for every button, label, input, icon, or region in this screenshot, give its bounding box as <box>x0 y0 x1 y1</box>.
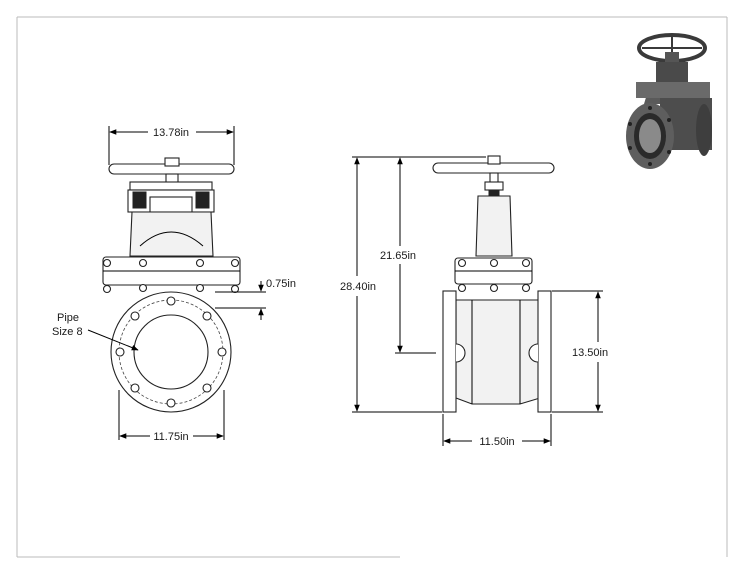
face-to-face-label: 11.50in <box>479 436 514 448</box>
handwheel-diameter-dimension: 13.78in <box>108 126 235 165</box>
center-to-top-label: 21.65in <box>380 250 416 262</box>
center-to-top-dimension: 21.65in <box>380 157 436 354</box>
side-view: 28.40in 21.65in 13.50in 11.50in <box>340 155 608 448</box>
flange-diameter-dimension: 11.75in <box>118 390 225 443</box>
pipe-label-line1: Pipe <box>57 312 79 324</box>
body-height-label: 13.50in <box>572 347 608 359</box>
pipe-label-line2: Size 8 <box>52 326 83 338</box>
flange-diameter-label: 11.75in <box>153 431 188 443</box>
front-view: 13.78in 0.75in Pipe Size 8 11.75in <box>52 126 296 443</box>
pipe-size-callout: Pipe Size 8 <box>52 312 139 351</box>
flange-thickness-label: 0.75in <box>266 278 296 290</box>
gate-valve-3d-icon <box>626 33 712 169</box>
overall-height-dimension: 28.40in <box>340 156 486 413</box>
overall-height-label: 28.40in <box>340 281 376 293</box>
face-to-face-dimension: 11.50in <box>442 414 552 448</box>
body-height-dimension: 13.50in <box>552 290 608 413</box>
flange-thickness-dimension: 0.75in <box>215 278 296 320</box>
front-flange-bolt-holes <box>115 296 227 408</box>
drawing-border <box>16 16 728 558</box>
handwheel-diameter-label: 13.78in <box>153 127 189 139</box>
